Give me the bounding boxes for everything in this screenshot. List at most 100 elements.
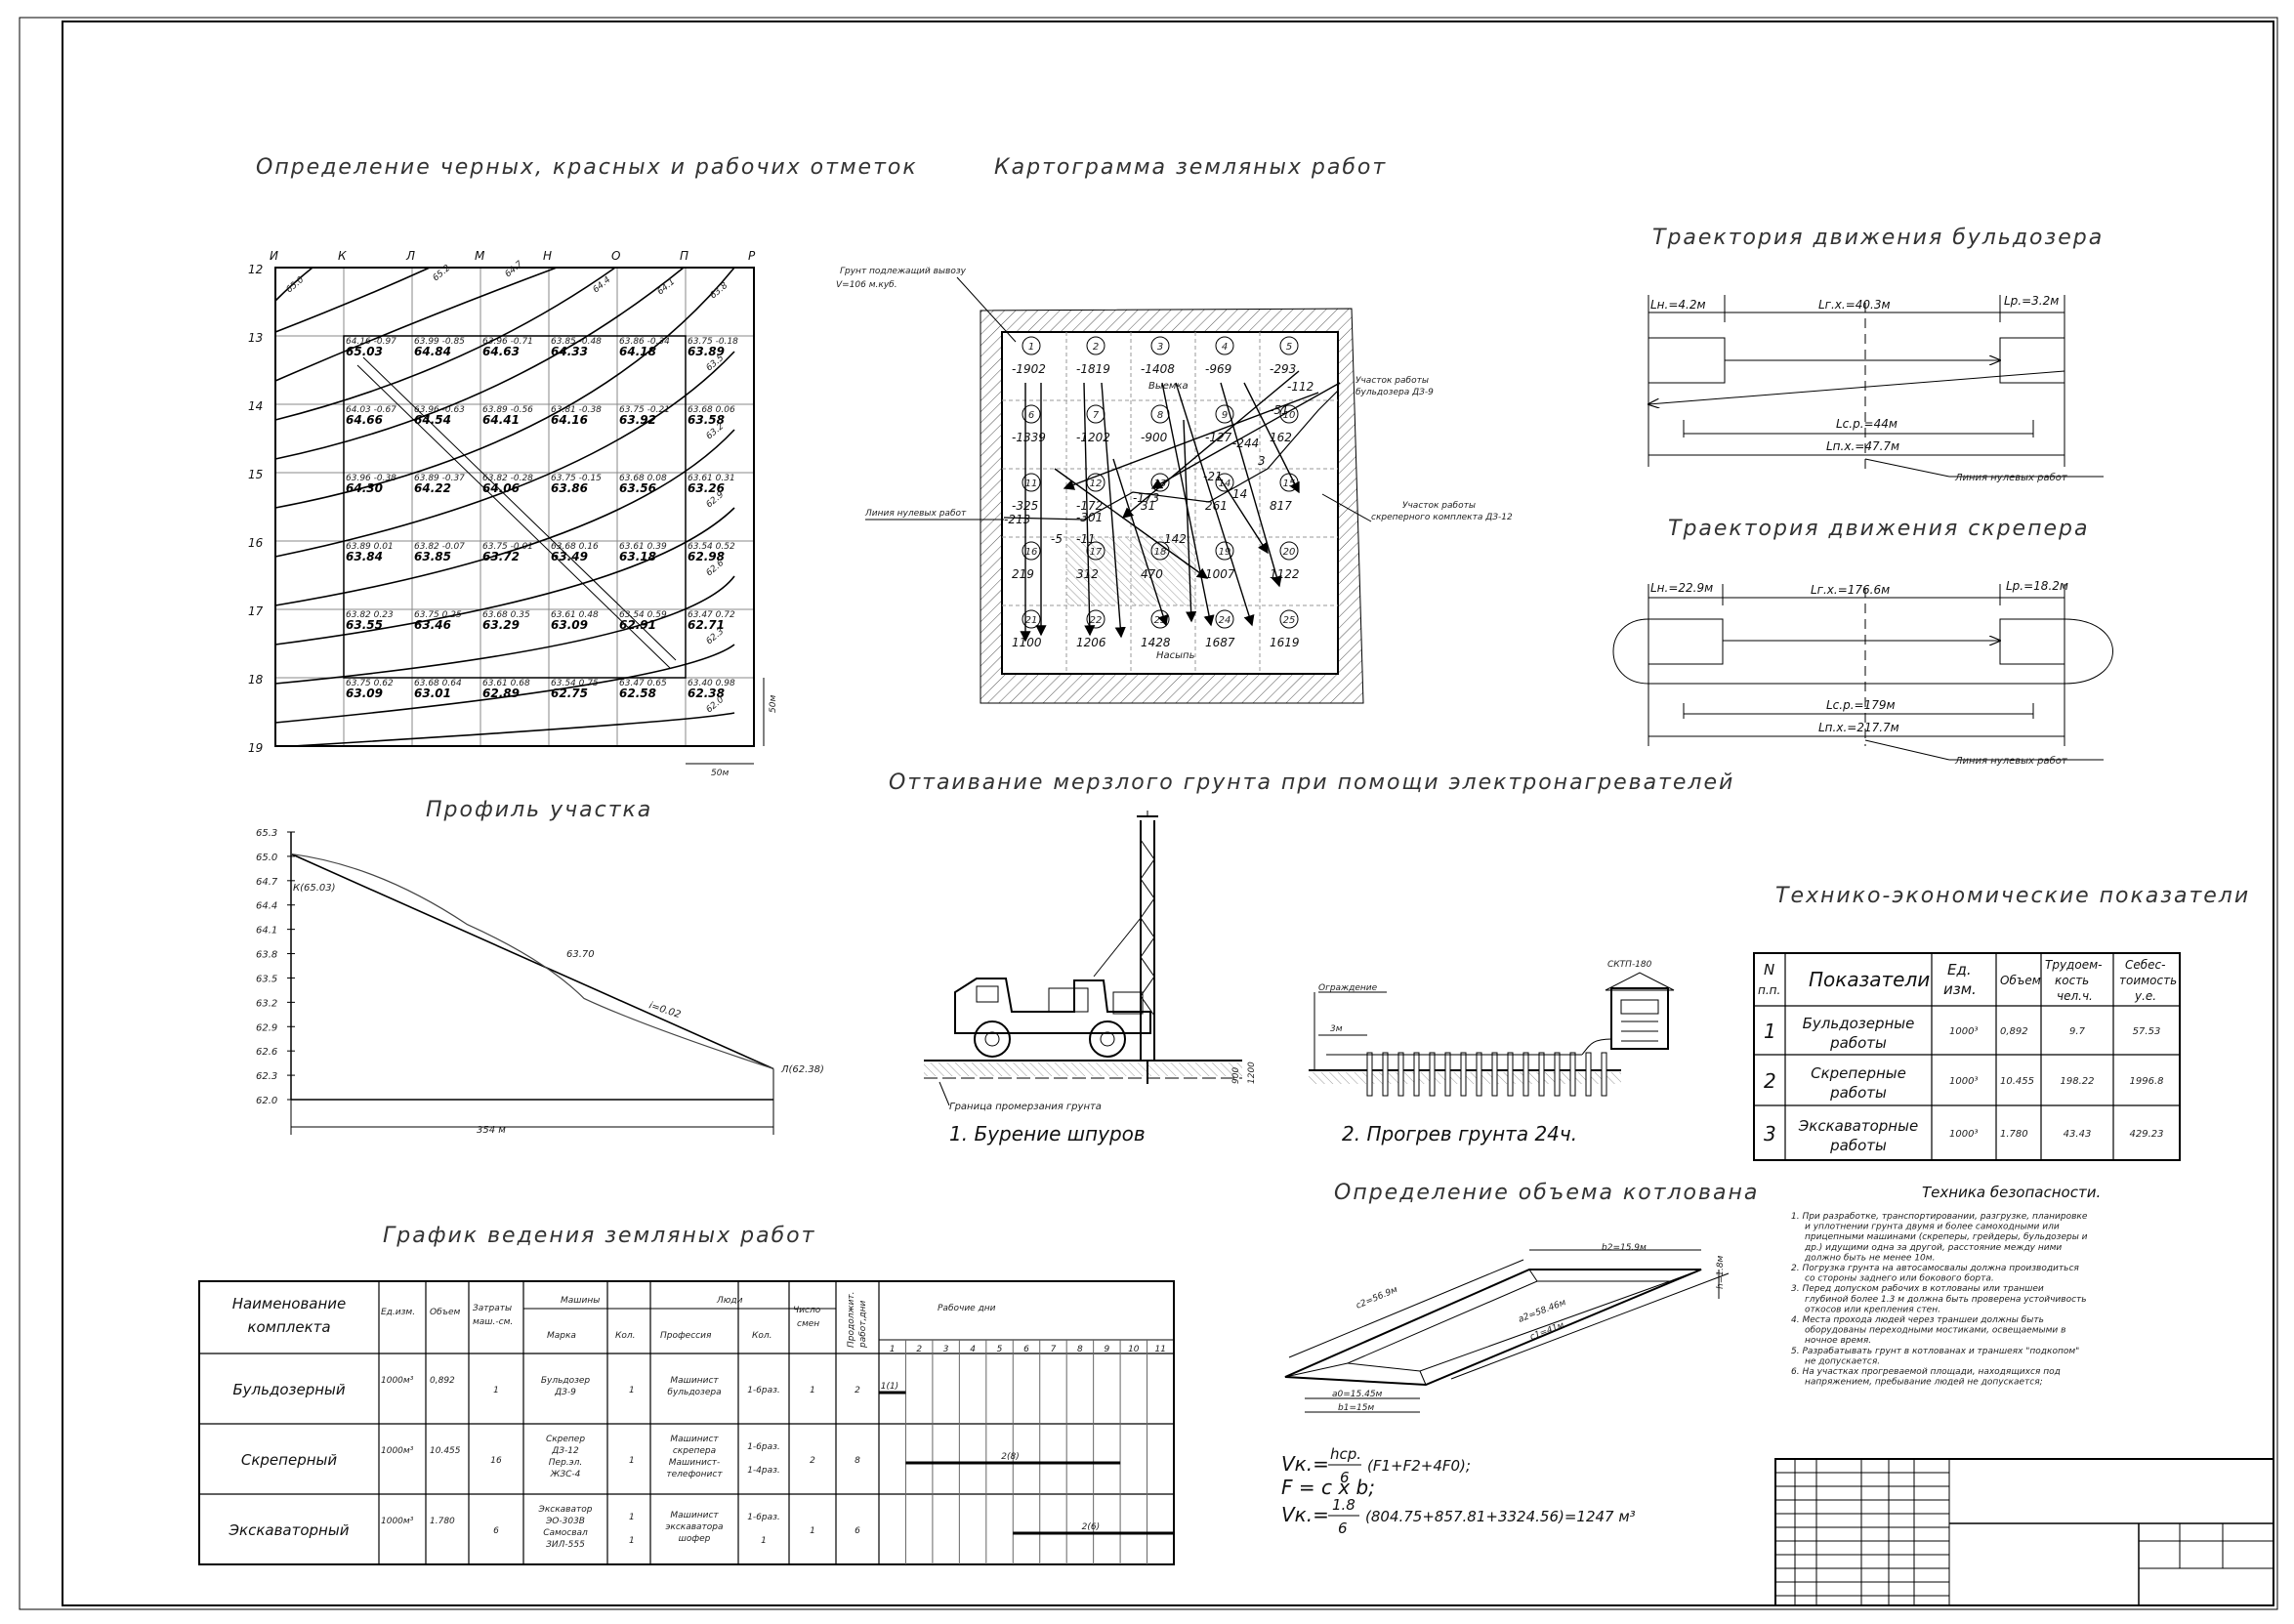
sch-row-brand: ДЗ-12 bbox=[551, 1446, 579, 1456]
sch-h-shifts-2: смен bbox=[797, 1319, 819, 1329]
sch-h-brand: Марка bbox=[547, 1331, 576, 1341]
cell-black-mark: 63.61 0.48 bbox=[551, 610, 599, 620]
note-soil: Грунт подлежащий вывозу bbox=[840, 267, 967, 276]
sch-row-qty: 1 bbox=[629, 1513, 635, 1522]
cartogram-cell-value: -900 bbox=[1141, 431, 1168, 444]
pit-drawing bbox=[1284, 1249, 1730, 1413]
electrode bbox=[1601, 1052, 1607, 1097]
schedule-day: 6 bbox=[1023, 1345, 1029, 1354]
outer-frame bbox=[19, 17, 2278, 1610]
bulldozer-fill-area bbox=[1999, 337, 2065, 384]
grid-row-label: 13 bbox=[248, 331, 263, 345]
cell-red-mark: 62.38 bbox=[688, 687, 725, 700]
sch-h-duration: Продолжит. bbox=[847, 1291, 856, 1348]
cell-black-mark: 63.54 0.52 bbox=[688, 542, 735, 552]
schedule-day: 10 bbox=[1128, 1345, 1140, 1354]
safety-line: 3. Перед допуском рабочих в котлованы ил… bbox=[1791, 1284, 2044, 1294]
note-bulldozer: Участок работы bbox=[1356, 376, 1429, 386]
schedule-day: 5 bbox=[997, 1345, 1003, 1354]
formula-1-rhs: (F1+F2+4F0); bbox=[1367, 1457, 1471, 1475]
dim-label-1: 900 bbox=[1231, 1067, 1241, 1084]
sch-row-cost: 6 bbox=[493, 1526, 499, 1536]
grid-col-label: Н bbox=[543, 249, 552, 263]
scraper-lp: Lр.=18.2м bbox=[2006, 579, 2068, 593]
ind-header-volume: Объем bbox=[2000, 974, 2041, 987]
cartogram-frame bbox=[1001, 331, 1339, 675]
sch-row-brand: ЗИЛ-555 bbox=[546, 1540, 585, 1550]
ind-row-cost: 429.23 bbox=[2130, 1129, 2164, 1140]
contour-label: 64.7 bbox=[504, 260, 525, 280]
profile-section: Профиль участка 65.365.064.764.464.163.8… bbox=[256, 798, 824, 1136]
sch-row-volume: 1.780 bbox=[430, 1517, 455, 1526]
cartogram-flow-arrow bbox=[1218, 476, 1269, 555]
cartogram-cell-value: -1819 bbox=[1076, 362, 1110, 376]
cell-black-mark: 63.47 0.72 bbox=[688, 610, 735, 620]
contour-line bbox=[274, 267, 685, 460]
sch-row-bar-label: 1(1) bbox=[881, 1382, 898, 1392]
ind-header-name: Показатели bbox=[1809, 968, 1930, 991]
ind-header-pp: п.п. bbox=[1758, 983, 1780, 997]
cell-red-mark: 64.16 bbox=[551, 413, 588, 427]
sch-row-pqty: 1 bbox=[761, 1536, 767, 1546]
cartogram-cell-number: 16 bbox=[1025, 547, 1038, 558]
cell-red-mark: 63.09 bbox=[551, 618, 588, 632]
cartogram-cell-number: 24 bbox=[1219, 615, 1231, 626]
contour-line bbox=[274, 429, 735, 606]
boundary-label: Граница промерзания грунта bbox=[949, 1102, 1102, 1112]
cell-red-mark: 63.56 bbox=[619, 481, 656, 495]
cartogram-flow-arrow bbox=[1054, 468, 1209, 579]
profile-start-label: К(65.03) bbox=[293, 883, 336, 894]
cartogram-cell-number: 11 bbox=[1025, 479, 1038, 489]
electrode bbox=[1585, 1052, 1592, 1097]
thawing-caption-1: 1. Бурение шпуров bbox=[949, 1122, 1146, 1145]
dim-3m: 3м bbox=[1330, 1024, 1343, 1034]
cartogram-cell-number-circle bbox=[1215, 336, 1234, 355]
schedule-day: 3 bbox=[943, 1345, 949, 1354]
sch-row-duration: 6 bbox=[855, 1526, 860, 1536]
cell-red-mark: 64.18 bbox=[619, 345, 656, 358]
note-soil-volume: V=106 м.куб. bbox=[836, 280, 897, 290]
cell-black-mark: 63.81 -0.38 bbox=[551, 405, 602, 415]
cartogram: 1-19022-18193-14084-9695-2936-13397-1202… bbox=[836, 267, 1513, 704]
bulldozer-ln: Lн.=4.2м bbox=[1650, 298, 1706, 312]
cartogram-cell-number: 14 bbox=[1219, 479, 1231, 489]
sch-row-profession: бульдозера bbox=[667, 1388, 721, 1397]
bulldozer-title: Траектория движения бульдозера bbox=[1652, 226, 2104, 250]
scraper-title: Траектория движения скрепера bbox=[1668, 517, 2089, 541]
cell-red-mark: 63.86 bbox=[551, 481, 588, 495]
safety-line: др.) идущими одна за другой, расстояние … bbox=[1804, 1243, 2062, 1253]
sch-h-people: Люди bbox=[716, 1296, 743, 1306]
formula-1-den: 6 bbox=[1340, 1469, 1350, 1486]
cell-red-mark: 64.06 bbox=[482, 481, 520, 495]
contour-line bbox=[274, 267, 735, 509]
cell-black-mark: 63.89 0.01 bbox=[346, 542, 394, 552]
scraper-cut-area bbox=[1648, 618, 1724, 665]
ind-row-name-2: работы bbox=[1829, 1137, 1887, 1154]
formula-3-den: 6 bbox=[1338, 1520, 1348, 1537]
profile-design-line bbox=[290, 853, 774, 1070]
ind-row-cost: 57.53 bbox=[2133, 1026, 2161, 1037]
grid-row-label: 16 bbox=[248, 536, 264, 550]
electrode bbox=[1491, 1052, 1498, 1097]
contour-label: 65.2 bbox=[432, 264, 453, 284]
profile-ytick-label: 64.4 bbox=[256, 901, 277, 912]
bulldozer-lgx: Lг.х.=40.3м bbox=[1818, 298, 1891, 312]
title-block bbox=[1774, 1458, 2274, 1606]
profile-ytick-label: 62.9 bbox=[256, 1022, 277, 1033]
indicators-section: Технико-экономические показатели Nп.п.По… bbox=[1753, 884, 2248, 1161]
sch-row-brand: Самосвал bbox=[543, 1528, 588, 1538]
cartogram-cell-value: 1687 bbox=[1205, 636, 1235, 649]
schedule-day: 8 bbox=[1077, 1345, 1083, 1354]
sch-row-brand: Пер.эл. bbox=[549, 1458, 582, 1468]
safety-title: Техника безопасности. bbox=[1922, 1184, 2101, 1201]
cartogram-cell-number-circle bbox=[1279, 541, 1299, 561]
sch-row-brand: Бульдозер bbox=[541, 1376, 591, 1386]
sch-row-unit: 1000м³ bbox=[381, 1517, 414, 1526]
cartogram-cell-number: 25 bbox=[1283, 615, 1296, 626]
note-scraper: Участок работы bbox=[1402, 501, 1476, 511]
cartogram-cell-value: -172 bbox=[1076, 499, 1103, 513]
cell-black-mark: 63.68 0.64 bbox=[414, 679, 462, 688]
sch-row-profession: Машинист bbox=[670, 1511, 719, 1520]
cell-black-mark: 64.16 -0.97 bbox=[346, 337, 396, 347]
ind-row-volume: 10.455 bbox=[2000, 1076, 2034, 1087]
